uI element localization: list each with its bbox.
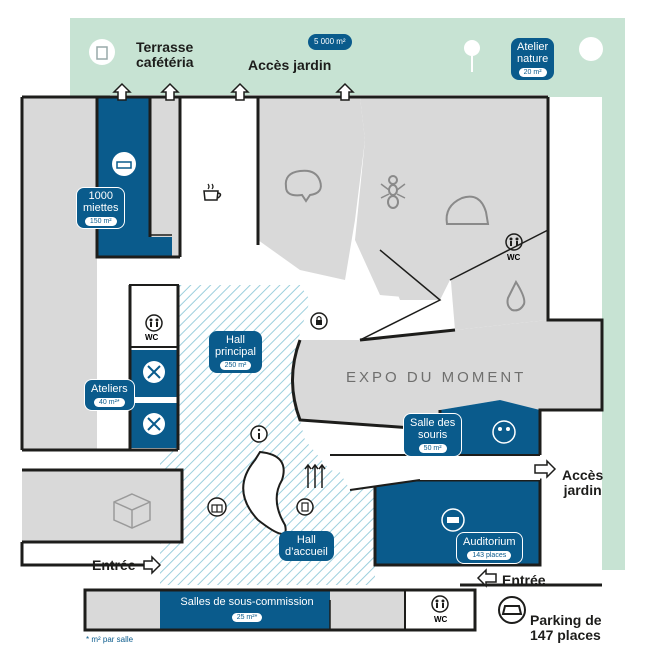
atelier-nature-name: Atelier nature	[517, 41, 549, 65]
room-left-block	[22, 97, 97, 450]
flower-icon	[574, 209, 590, 241]
coffee-cup-icon	[203, 183, 222, 201]
cube-icon	[113, 493, 151, 529]
hall-principal-area: 250 m²	[219, 361, 252, 370]
room-salle-souris-shape	[440, 400, 540, 455]
wc-label-right: WC	[507, 253, 521, 262]
room-left-lower	[22, 470, 182, 542]
gallery-brain	[258, 97, 365, 280]
parking-car-icon	[498, 596, 526, 624]
hall-principal-name: Hall principal	[215, 334, 256, 358]
mille-miettes-area: 150 m²	[84, 217, 117, 226]
wc-icon	[145, 314, 163, 332]
expo-du-moment-label: EXPO DU MOMENT	[346, 369, 527, 386]
wc-label-left: WC	[145, 333, 159, 342]
salle-souris-area: 50 m²	[418, 444, 447, 453]
room-mille-miettes-shape	[97, 97, 150, 257]
cake-icon	[112, 152, 136, 176]
mille-miettes-name: 1000 miettes	[83, 190, 119, 214]
ant-icon	[380, 175, 406, 209]
corridor-right	[330, 455, 540, 490]
mille-miettes-tag: 1000 miettes 150 m²	[76, 187, 126, 229]
spiral-ramp	[242, 450, 287, 535]
lock-icon	[310, 312, 328, 330]
sous-commission-area: 25 m²*	[231, 613, 263, 622]
hall-principal-tag: Hall principal 250 m²	[209, 331, 262, 373]
auditorium-name: Auditorium	[463, 536, 516, 548]
entrance-left-label: Entrée	[92, 557, 136, 573]
atelier-nature-area: 20 m²	[518, 68, 547, 77]
garden-access-right-label: Accès jardin	[562, 467, 604, 498]
parking-label: Parking de 147 places	[530, 612, 602, 643]
info-icon	[250, 425, 268, 443]
tools-icon	[143, 413, 165, 435]
atelier-nature-tag: Atelier nature 20 m²	[511, 38, 555, 80]
room-gray-strip	[150, 97, 180, 257]
ateliers-area: 40 m²*	[94, 398, 125, 407]
ateliers-name: Ateliers	[91, 383, 128, 395]
salle-souris-tag: Salle des souris 50 m²	[403, 413, 463, 457]
expo-du-moment-room	[292, 320, 602, 430]
water-drop-icon	[506, 280, 526, 312]
brain-icon	[284, 169, 322, 203]
terrace-label: Terrasse cafétéria	[136, 39, 194, 70]
terrace-icon	[89, 39, 115, 65]
salle-souris-name: Salle des souris	[410, 417, 456, 441]
entrance-right-label: Entrée	[502, 572, 546, 588]
mouse-icon	[492, 420, 516, 444]
wc-icon	[431, 595, 449, 613]
wc-icon	[505, 233, 523, 251]
rock-icon	[445, 195, 490, 225]
garden-access-arrows	[112, 82, 557, 588]
ateliers-tag: Ateliers 40 m²*	[84, 379, 135, 411]
flower-icon	[464, 40, 480, 72]
auditorium-area: 143 places	[467, 551, 512, 560]
gift-icon	[207, 497, 227, 517]
room-dark-strip	[150, 237, 172, 257]
tools-icon	[143, 361, 165, 383]
elevator-arrows-icon	[304, 463, 326, 488]
sous-commission-name: Salles de sous-commission	[180, 596, 314, 608]
wc-label-bottom: WC	[434, 615, 448, 624]
garden-area-badge: 5 000 m²	[308, 34, 352, 50]
rabbit-icon	[579, 37, 603, 61]
gallery-rock	[380, 160, 548, 300]
footnote: * m² par salle	[86, 635, 134, 644]
hall-accueil-tag: Hall d’accueil	[279, 531, 334, 561]
projector-icon	[441, 508, 465, 532]
sous-commission-tag: Salles de sous-commission 25 m²*	[167, 596, 327, 622]
phone-icon	[296, 498, 314, 516]
walls	[20, 95, 604, 632]
room-sous-commission-shape	[160, 590, 330, 630]
hall-accueil-name: Hall d’accueil	[285, 534, 328, 558]
auditorium-tag: Auditorium 143 places	[456, 532, 523, 564]
garden-access-top-label: Accès jardin	[248, 57, 332, 73]
wc-left-room	[129, 284, 179, 348]
